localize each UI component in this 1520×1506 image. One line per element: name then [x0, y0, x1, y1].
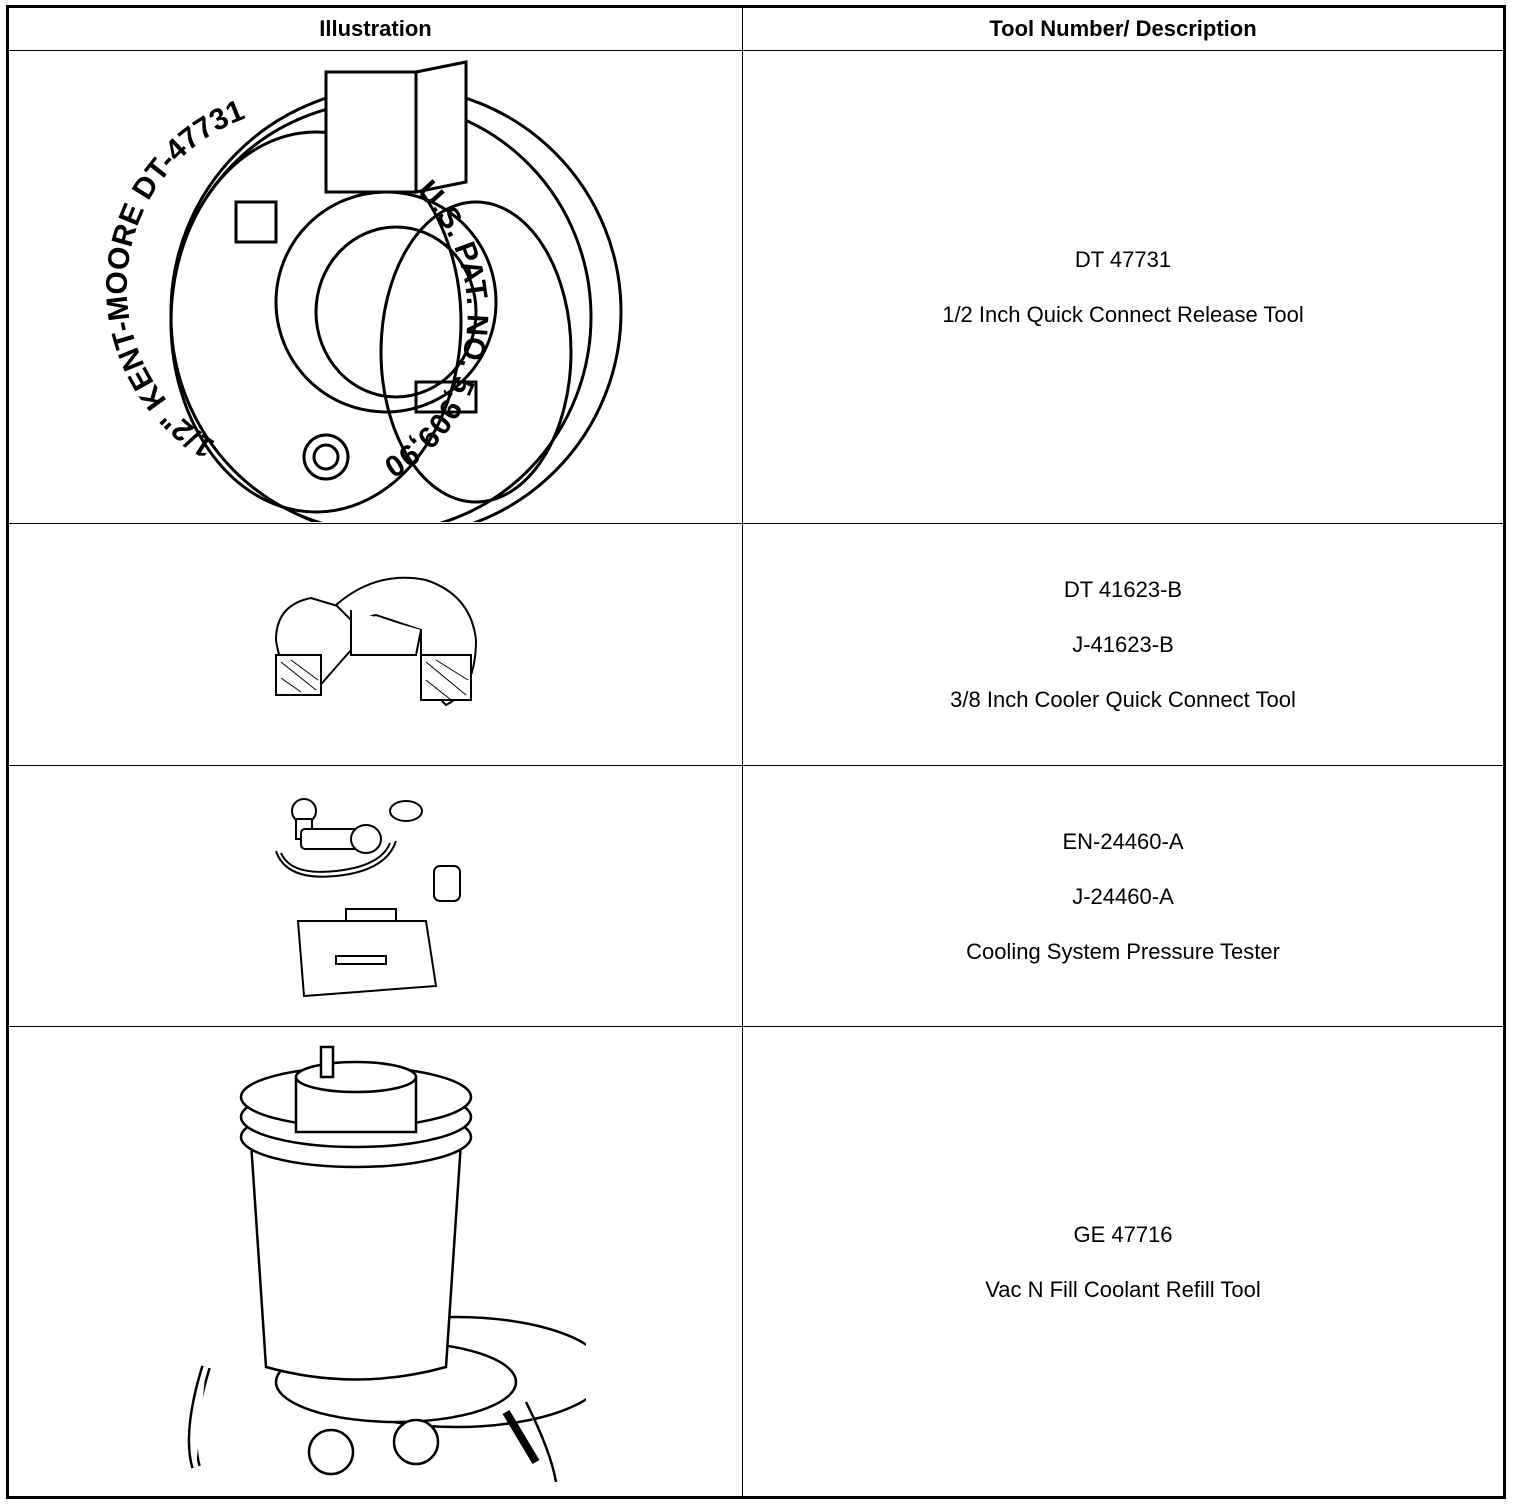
header-illustration-label: Illustration	[319, 16, 432, 41]
header-cell-description: Tool Number/ Description	[743, 8, 1503, 50]
table-row: DT 41623-B J-41623-B 3/8 Inch Cooler Qui…	[9, 524, 1503, 766]
tool-description: 1/2 Inch Quick Connect Release Tool	[942, 302, 1304, 327]
description-cell: EN-24460-A J-24460-A Cooling System Pres…	[743, 766, 1503, 1026]
tool-number-alt: J-24460-A	[1072, 883, 1174, 909]
tools-table: Illustration Tool Number/ Description	[6, 5, 1506, 1499]
tool-number: GE 47716	[1073, 1221, 1173, 1247]
tool-description: Cooling System Pressure Tester	[966, 938, 1280, 964]
pressure-tester-illustration	[274, 798, 461, 998]
tool-description: 3/8 Inch Cooler Quick Connect Tool	[950, 687, 1296, 712]
table-row: GE 47716 Vac N Fill Coolant Refill Tool	[9, 1027, 1503, 1496]
release-tool-illustration: 1/2" KENT-MOORE DT-47731 U.S. PAT. NO. 5…	[96, 52, 622, 522]
tool-number: DT 47731	[1074, 247, 1172, 272]
table-row: EN-24460-A J-24460-A Cooling System Pres…	[9, 766, 1503, 1027]
header-row: Illustration Tool Number/ Description	[9, 8, 1503, 51]
coolant-refill-tool-illustration	[187, 1045, 586, 1482]
description-cell: DT 47731 1/2 Inch Quick Connect Release …	[743, 51, 1503, 523]
tool-number-alt: J-41623-B	[1072, 632, 1174, 657]
illustration-cell	[9, 766, 743, 1026]
tool-number: DT 41623-B	[1063, 577, 1183, 602]
tool-description: Vac N Fill Coolant Refill Tool	[985, 1276, 1261, 1302]
illustration-cell: 1/2" KENT-MOORE DT-47731 U.S. PAT. NO. 5…	[9, 51, 743, 523]
header-description-label: Tool Number/ Description	[989, 16, 1257, 41]
illustration-cell	[9, 1027, 743, 1496]
description-cell: DT 41623-B J-41623-B 3/8 Inch Cooler Qui…	[743, 524, 1503, 765]
illustration-cell	[9, 524, 743, 765]
tool-number: EN-24460-A	[1062, 828, 1184, 854]
header-cell-illustration: Illustration	[9, 8, 743, 50]
table-row: 1/2" KENT-MOORE DT-47731 U.S. PAT. NO. 5…	[9, 51, 1503, 524]
cooler-quick-connect-tool-illustration	[274, 576, 477, 706]
description-cell: GE 47716 Vac N Fill Coolant Refill Tool	[743, 1027, 1503, 1496]
